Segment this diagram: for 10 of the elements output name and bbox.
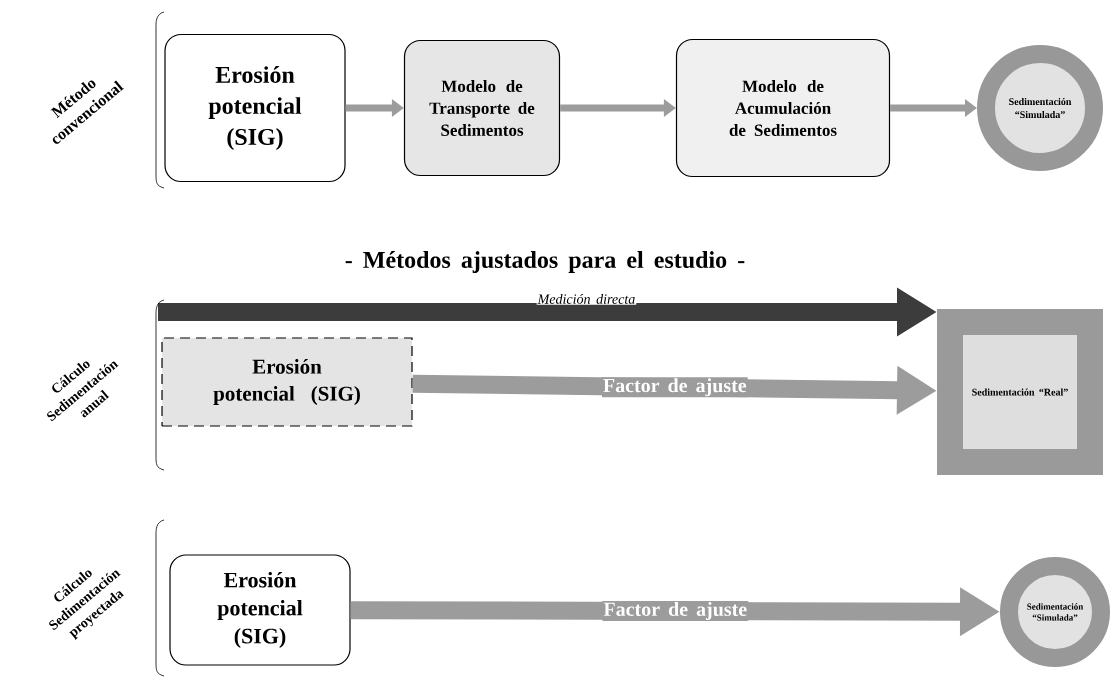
edge-label: Medición directa (536, 292, 637, 305)
process-box: Erosión potencial (SIG) (164, 33, 346, 183)
result-square: Sedimentación “Real” (937, 309, 1103, 475)
process-box: Modelo de Transporte de Sedimentos (403, 39, 561, 177)
process-box: Erosión potencial (SIG) (169, 554, 351, 666)
edge-label: Factor de ajuste (601, 377, 748, 398)
process-box: Modelo de Acumulación de Sedimentos (675, 38, 891, 178)
edge-label: Factor de ajuste (602, 600, 749, 622)
dashed-box: Erosión potencial (SIG) (161, 337, 413, 427)
section-heading: - Métodos ajustados para el estudio - (345, 251, 745, 273)
